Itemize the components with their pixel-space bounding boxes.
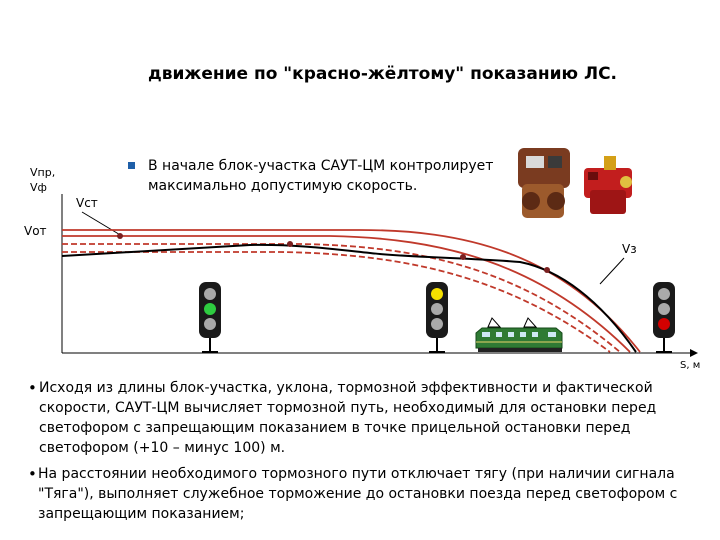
x-axis-arrow-icon [690,349,698,357]
saut-device-unit-icon [518,148,570,218]
bullet-dot-icon: • [28,464,37,484]
vst-pointer [82,212,122,236]
signal-yellow [426,282,448,352]
point-vst [117,233,123,239]
bullet-dot-icon: • [28,378,37,398]
signal-green [199,282,221,352]
list-item: • На расстоянии необходимого тормозного … [28,464,704,524]
locomotive-icon [476,318,562,352]
signal-red [653,282,675,352]
bullet-text-1: Исходя из длины блок-участка, уклона, то… [39,378,704,458]
point-vz [544,267,550,273]
point-2 [460,254,466,260]
list-item: • Исходя из длины блок-участка, уклона, … [28,378,704,458]
vz-pointer [600,258,624,284]
point-1 [287,241,293,247]
bullet-text-2: На расстоянии необходимого тормозного пу… [38,464,704,524]
saut-valve-unit-icon [584,156,632,214]
bullet-list: • Исходя из длины блок-участка, уклона, … [28,378,704,530]
